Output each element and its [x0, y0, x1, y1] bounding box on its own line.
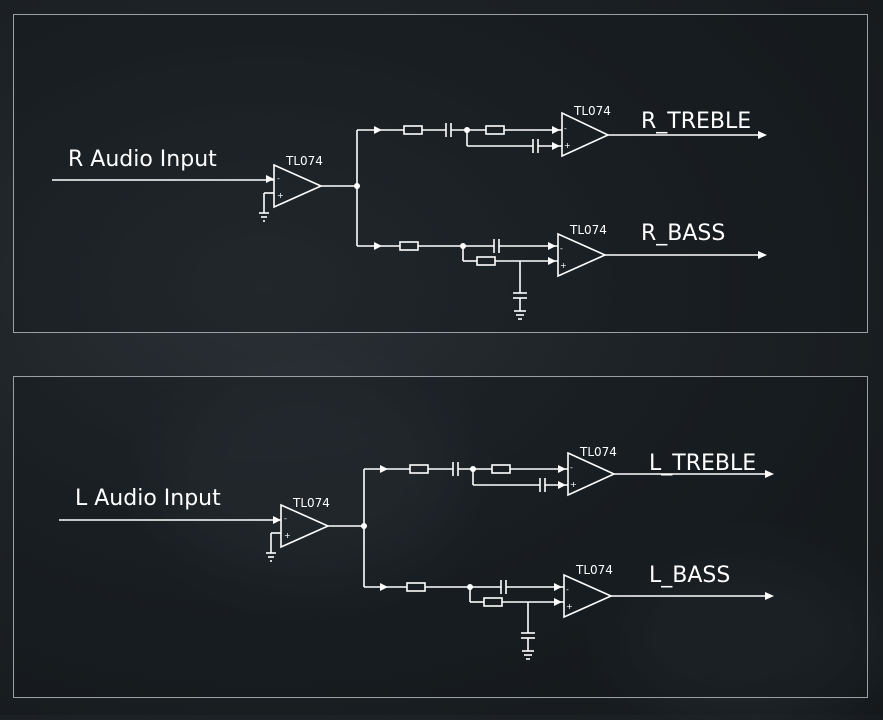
- bass-output-label: L_BASS: [649, 563, 730, 588]
- left-channel-schematic: L Audio Input TL074 TL074 TL074 L_TREBLE…: [59, 445, 774, 660]
- arrow-icon: [554, 583, 562, 591]
- bass-opamp: [563, 573, 613, 619]
- arrow-icon: [548, 257, 556, 265]
- treble-chip-label: TL074: [573, 104, 611, 118]
- right-channel-panel: R Audio Input TL074 TL074 TL074 R_TREBLE…: [13, 14, 868, 333]
- arrow-icon: [552, 126, 560, 134]
- bass-opamp: [557, 232, 607, 278]
- bass-resistor-2: [476, 256, 496, 266]
- treble-chip-label: TL074: [579, 445, 617, 459]
- treble-minus-pin: -: [570, 463, 573, 472]
- treble-output-label: L_TREBLE: [649, 451, 756, 476]
- buffer-opamp: [280, 503, 330, 549]
- buffer-plus-pin: +: [277, 191, 284, 200]
- buffer-chip-label: TL074: [285, 154, 323, 168]
- bass-output-label: R_BASS: [641, 221, 725, 246]
- junction-dot: [460, 243, 466, 249]
- treble-output-label: R_TREBLE: [641, 109, 751, 134]
- treble-plus-pin: +: [564, 141, 571, 150]
- bass-resistor-1: [406, 582, 426, 592]
- junction-dot: [467, 584, 473, 590]
- arrow-icon: [374, 242, 382, 250]
- arrow-icon: [558, 465, 566, 473]
- bass-plus-pin: +: [560, 261, 567, 270]
- treble-resistor-1: [409, 464, 429, 474]
- arrow-icon: [273, 516, 281, 524]
- treble-opamp: [567, 451, 616, 497]
- junction-dot: [470, 466, 476, 472]
- bass-chip-label: TL074: [575, 563, 613, 577]
- arrow-icon: [765, 592, 774, 600]
- arrow-icon: [380, 583, 388, 591]
- bass-plus-pin: +: [566, 602, 573, 611]
- treble-resistor-2: [491, 464, 511, 474]
- bass-minus-pin: -: [560, 244, 563, 253]
- bass-resistor-1: [399, 241, 419, 251]
- left-channel-panel: L Audio Input TL074 TL074 TL074 L_TREBLE…: [13, 376, 868, 698]
- buffer-opamp: [273, 163, 323, 209]
- treble-plus-pin: +: [570, 480, 577, 489]
- arrow-icon: [266, 175, 274, 183]
- arrow-icon: [554, 598, 562, 606]
- input-label: R Audio Input: [68, 147, 217, 172]
- treble-resistor-2: [485, 125, 505, 135]
- background-blur: [160, 380, 460, 580]
- buffer-plus-pin: +: [284, 531, 291, 540]
- background-blur: [620, 560, 880, 720]
- arrow-icon: [374, 126, 382, 134]
- bass-minus-pin: -: [566, 585, 569, 594]
- junction-dot: [354, 183, 360, 189]
- arrow-icon: [558, 481, 566, 489]
- treble-resistor-1: [403, 125, 423, 135]
- arrow-icon: [380, 465, 388, 473]
- arrow-icon: [758, 131, 767, 139]
- buffer-minus-pin: -: [284, 514, 287, 523]
- treble-minus-pin: -: [564, 124, 567, 133]
- junction-dot: [464, 127, 470, 133]
- arrow-icon: [758, 251, 767, 259]
- bass-chip-label: TL074: [569, 223, 607, 237]
- buffer-chip-label: TL074: [292, 496, 330, 510]
- buffer-minus-pin: -: [277, 174, 280, 183]
- input-label: L Audio Input: [75, 486, 221, 511]
- arrow-icon: [765, 470, 774, 478]
- junction-dot: [361, 523, 367, 529]
- treble-opamp: [561, 111, 610, 158]
- arrow-icon: [552, 142, 560, 150]
- arrow-icon: [548, 242, 556, 250]
- right-channel-schematic: R Audio Input TL074 TL074 TL074 R_TREBLE…: [52, 104, 767, 320]
- bass-resistor-2: [483, 597, 503, 607]
